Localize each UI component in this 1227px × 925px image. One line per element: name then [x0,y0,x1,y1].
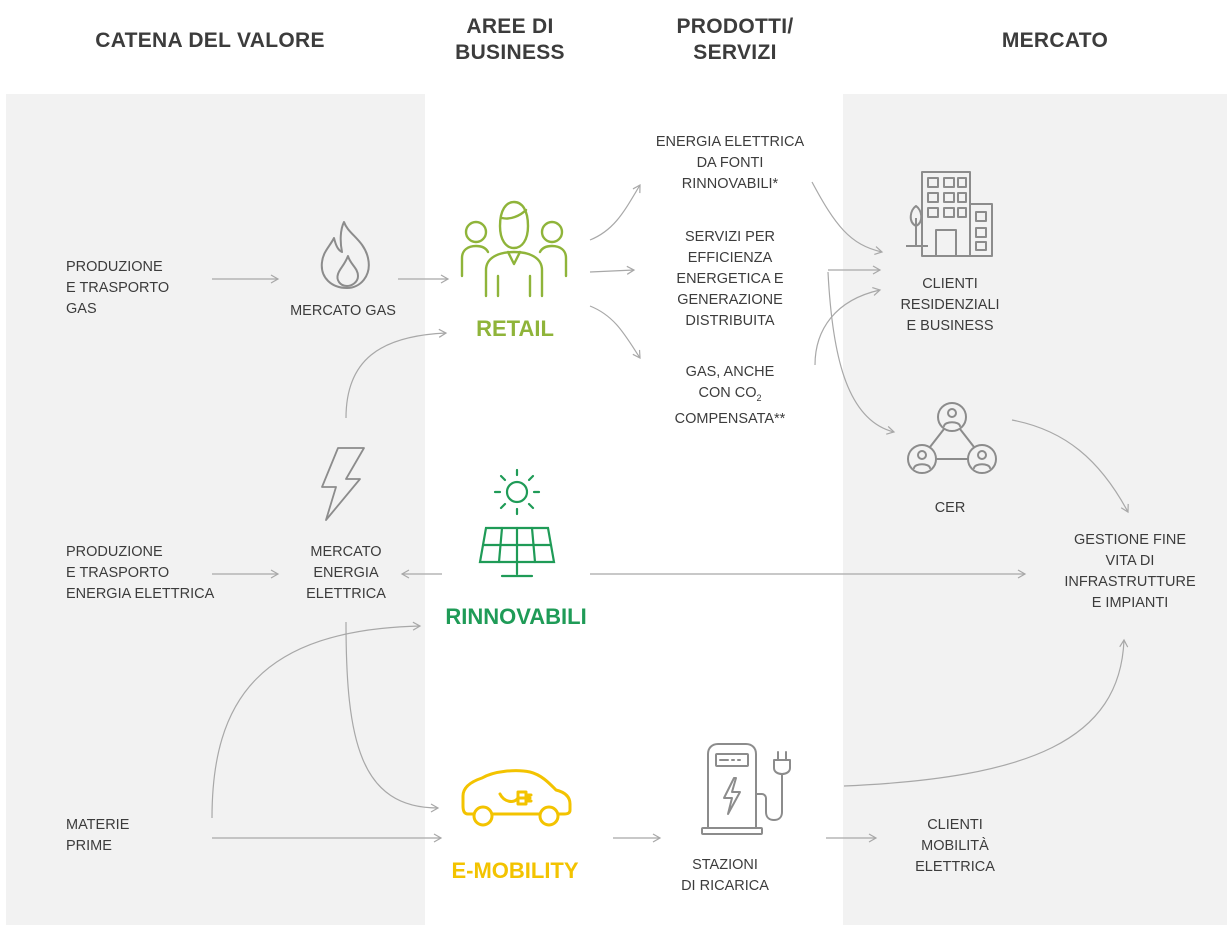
electric-car-icon [461,769,572,827]
flame-icon [320,221,370,289]
arrow-cer-to-end-of-life [1011,419,1129,514]
arrow-gas-to-clients [814,287,882,366]
header-market: MERCATO [1001,29,1109,52]
charging-station-icon [701,743,791,835]
solar-panel-icon [478,468,556,578]
arrow-retail-to-efficiency [589,265,636,275]
product-gas-line2: CON CO2 [640,383,820,409]
header-business-areas: AREE DI BUSINESS [455,15,565,64]
header-products: PRODOTTI/ SERVIZI [676,15,794,64]
market-cer: CER [934,500,966,516]
arrow-charging-to-end-of-life [843,638,1129,787]
product-gas-compensated: GAS, ANCHE CON CO2 COMPENSATA** [640,362,820,430]
arrow-retail-to-gas [589,305,641,360]
area-renewables: RINNOVABILI [445,604,587,629]
header-value-chain: CATENA DEL VALORE [95,29,325,52]
product-renewable-power: ENERGIA ELETTRICA DA FONTI RINNOVABILI* [655,134,805,192]
arrow-renewable-power-to-clients [811,181,884,255]
label-power-production: PRODUZIONE E TRASPORTO ENERGIA ELETTRICA [66,544,215,602]
product-gas-co: CON CO [698,385,757,401]
arrow-retail-to-renewable-power [589,183,641,241]
community-network-icon [907,402,997,474]
business-areas-column [425,94,843,925]
market-mobility-clients: CLIENTI MOBILITÀ ELETTRICA [915,817,995,875]
value-chain-column [6,94,425,925]
area-retail: RETAIL [476,316,554,341]
arrow-power-market-to-retail [345,328,448,419]
market-end-of-life: GESTIONE FINE VITA DI INFRASTRUTTURE E I… [1064,532,1196,611]
market-clients: CLIENTI RESIDENZIALI E BUSINESS [900,276,1000,334]
label-raw-materials: MATERIE PRIME [66,817,130,854]
area-emobility: E-MOBILITY [451,858,579,883]
label-power-market: MERCATO ENERGIA ELETTRICA [306,544,386,602]
label-gas-market: MERCATO GAS [290,303,396,319]
arrow-raw-to-renewables [211,621,422,819]
product-charging-stations: STAZIONI DI RICARICA [681,857,769,894]
arrow-efficiency-to-cer [827,271,896,435]
label-gas-production: PRODUZIONE E TRASPORTO GAS [66,259,170,317]
product-gas-subscript: 2 [756,392,762,403]
product-gas-line3: COMPENSATA** [674,410,786,427]
people-icon [460,200,568,298]
arrow-power-market-to-emobility [345,621,440,813]
buildings-icon [906,171,993,257]
product-gas-line1: GAS, ANCHE [685,364,775,380]
product-efficiency-services: SERVIZI PER EFFICIENZA ENERGETICA E GENE… [676,229,784,329]
market-column [843,94,1227,925]
lightning-icon [321,447,365,521]
